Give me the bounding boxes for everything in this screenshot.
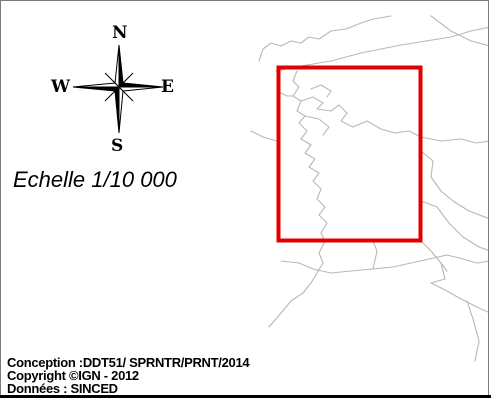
compass-rose: N S W E xyxy=(41,17,201,157)
compass-south-label: S xyxy=(111,136,124,156)
data-source-credit: Données : SINCED xyxy=(7,381,118,396)
conception-credit: Conception :DDT51/ SPRNTR/PRNT/2014 xyxy=(7,355,250,370)
boundary-line xyxy=(275,26,488,72)
boundary-line xyxy=(300,96,422,138)
boundary-line xyxy=(280,260,300,264)
compass-east-label: E xyxy=(161,77,174,97)
compass-north-label: N xyxy=(112,23,128,43)
scale-label: Echelle 1/10 000 xyxy=(13,167,177,192)
boundary-line xyxy=(258,48,264,62)
boundary-line xyxy=(420,136,488,144)
boundary-line xyxy=(430,282,488,313)
boundary-line xyxy=(268,240,326,328)
boundary-line xyxy=(466,300,480,362)
bottom-border xyxy=(0,395,491,398)
boundary-line xyxy=(262,15,392,50)
boundary-line xyxy=(420,200,488,251)
compass-star-icon xyxy=(72,44,164,134)
boundary-line xyxy=(250,130,278,142)
boundary-line xyxy=(292,70,328,242)
boundary-line xyxy=(420,150,488,219)
extent-rectangle xyxy=(276,65,423,243)
boundary-line xyxy=(430,262,446,284)
boundary-line xyxy=(304,115,330,136)
compass-west-label: W xyxy=(51,77,71,97)
credits-block: Conception :DDT51/ SPRNTR/PRNT/2014 Copy… xyxy=(7,355,250,396)
boundary-line xyxy=(298,254,488,274)
boundary-line xyxy=(430,15,488,47)
boundary-line xyxy=(310,84,332,98)
boundary-line xyxy=(372,240,378,270)
boundary-line xyxy=(420,240,448,272)
copyright-credit: Copyright ©IGN - 2012 xyxy=(7,368,139,383)
